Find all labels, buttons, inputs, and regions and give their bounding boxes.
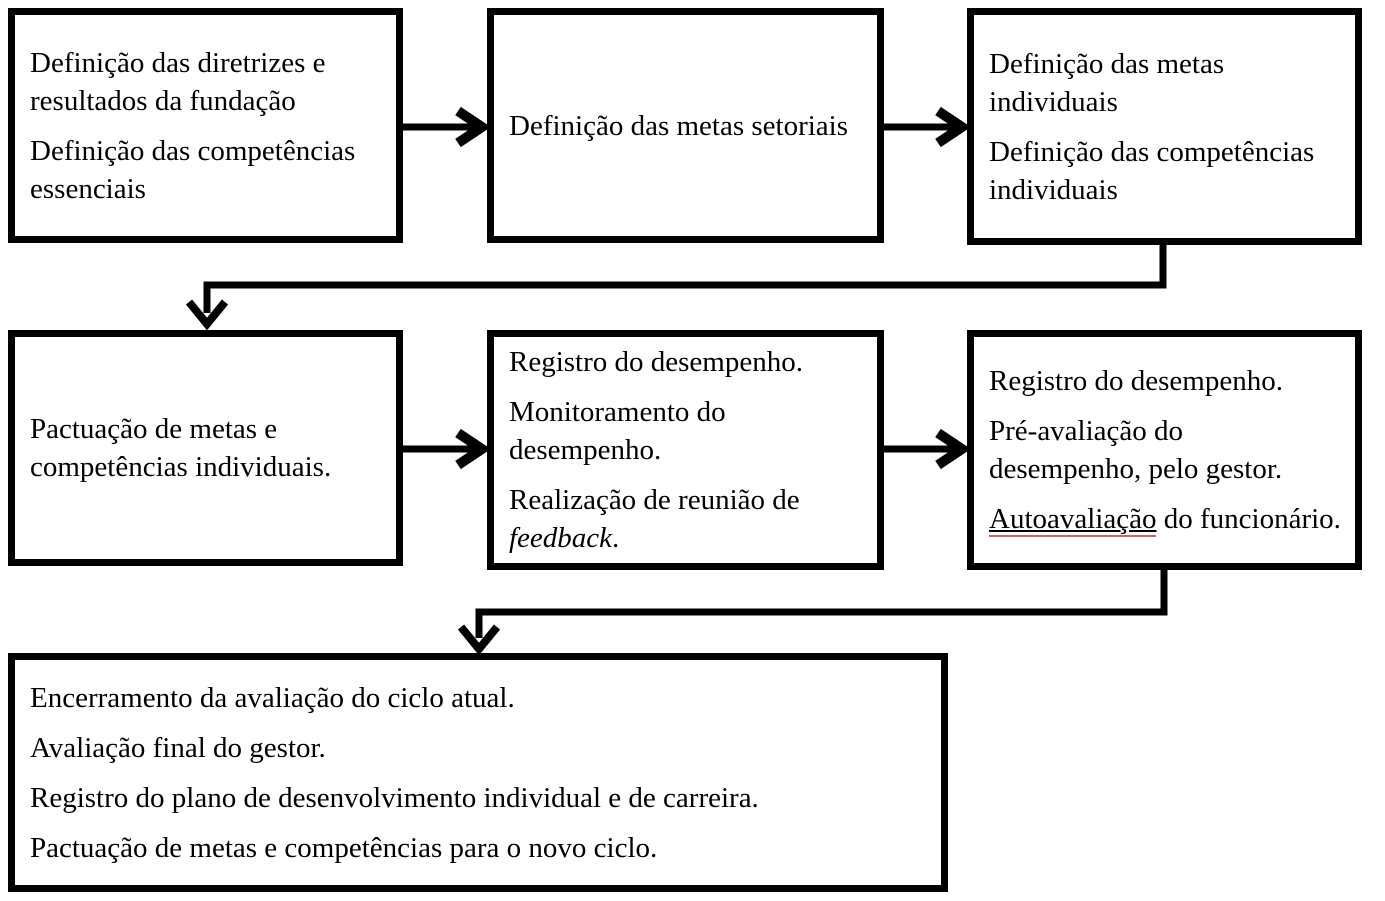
text-segment: Definição das metas setoriais xyxy=(509,109,849,142)
box-registro-pre-avaliacao-autoavaliacao: Registro do desempenho. Pré-avaliação do … xyxy=(967,330,1362,570)
arrow-shaft xyxy=(475,570,1168,638)
elbow-arrow-box6-to-box7 xyxy=(457,570,1168,656)
text-segment: feedback xyxy=(509,522,613,554)
box-paragraph: Pré-avaliação do desempenho, pelo gestor… xyxy=(989,412,1341,488)
box-definicao-metas-setoriais: Definição das metas setoriais xyxy=(487,8,884,243)
text-segment: Realização de reunião de xyxy=(509,484,800,516)
box-paragraph: Definição das metas setoriais xyxy=(509,107,863,145)
box-paragraph: Avaliação final do gestor. xyxy=(30,729,927,767)
text-segment: Definição das diretrizes e resultados da… xyxy=(30,46,326,117)
box-paragraph: Realização de reunião de feedback. xyxy=(509,481,863,557)
box-encerramento-novo-ciclo: Encerramento da avaliação do ciclo atual… xyxy=(8,653,948,892)
text-segment: Pré-avaliação do desempenho, pelo gestor… xyxy=(989,415,1283,485)
box-pactuacao-metas-competencias: Pactuação de metas e competências indivi… xyxy=(8,330,403,566)
text-segment: Pactuação de metas e competências para o… xyxy=(30,831,658,864)
box-paragraph: Monitoramento do desempenho. xyxy=(509,393,863,469)
elbow-arrow-box3-to-box4 xyxy=(185,243,1167,331)
text-segment: Definição das metas individuais xyxy=(989,47,1225,118)
arrow-box1-to-box2 xyxy=(403,106,492,148)
box-registro-monitoramento-feedback: Registro do desempenho. Monitoramento do … xyxy=(487,330,884,570)
text-segment: Pactuação de metas e competências indivi… xyxy=(30,413,332,483)
text-segment: Registro do desempenho. xyxy=(509,346,803,378)
arrow-head-icon xyxy=(935,106,972,148)
text-segment: Avaliação final do gestor. xyxy=(30,731,326,764)
arrow-box5-to-box6 xyxy=(884,428,972,470)
arrow-head-icon xyxy=(457,624,501,656)
text-segment: do funcionário. xyxy=(1156,503,1341,535)
box-paragraph: Definição das competências individuais xyxy=(989,133,1341,209)
arrow-head-icon xyxy=(935,428,972,470)
text-segment: Autoavaliação xyxy=(989,503,1157,537)
arrow-box2-to-box3 xyxy=(884,106,972,148)
text-segment: Encerramento da avaliação do ciclo atual… xyxy=(30,681,515,714)
box-paragraph: Registro do desempenho. xyxy=(509,343,863,381)
arrow-shaft xyxy=(203,243,1167,313)
box-paragraph: Pactuação de metas e competências para o… xyxy=(30,829,927,867)
text-segment: Registro do plano de desenvolvimento ind… xyxy=(30,781,759,814)
text-segment: Definição das competências individuais xyxy=(989,135,1315,206)
arrow-head-icon xyxy=(455,428,492,470)
box-paragraph: Pactuação de metas e competências indivi… xyxy=(30,410,382,486)
text-segment: Definição das competências essenciais xyxy=(30,134,356,205)
arrow-box4-to-box5 xyxy=(403,428,492,470)
box-paragraph: Definição das metas individuais xyxy=(989,45,1341,121)
text-segment: . xyxy=(612,522,620,554)
text-segment: Monitoramento do desempenho. xyxy=(509,396,726,466)
box-paragraph: Autoavaliação do funcionário. xyxy=(989,500,1341,538)
box-paragraph: Definição das competências essenciais xyxy=(30,132,382,208)
box-paragraph: Encerramento da avaliação do ciclo atual… xyxy=(30,679,927,717)
text-segment: Registro do desempenho. xyxy=(989,365,1283,397)
box-paragraph: Registro do plano de desenvolvimento ind… xyxy=(30,779,927,817)
box-paragraph: Registro do desempenho. xyxy=(989,362,1341,400)
arrow-head-icon xyxy=(185,299,229,331)
box-definicao-diretrizes-fundacao: Definição das diretrizes e resultados da… xyxy=(8,8,403,243)
arrow-head-icon xyxy=(455,106,492,148)
box-paragraph: Definição das diretrizes e resultados da… xyxy=(30,44,382,120)
